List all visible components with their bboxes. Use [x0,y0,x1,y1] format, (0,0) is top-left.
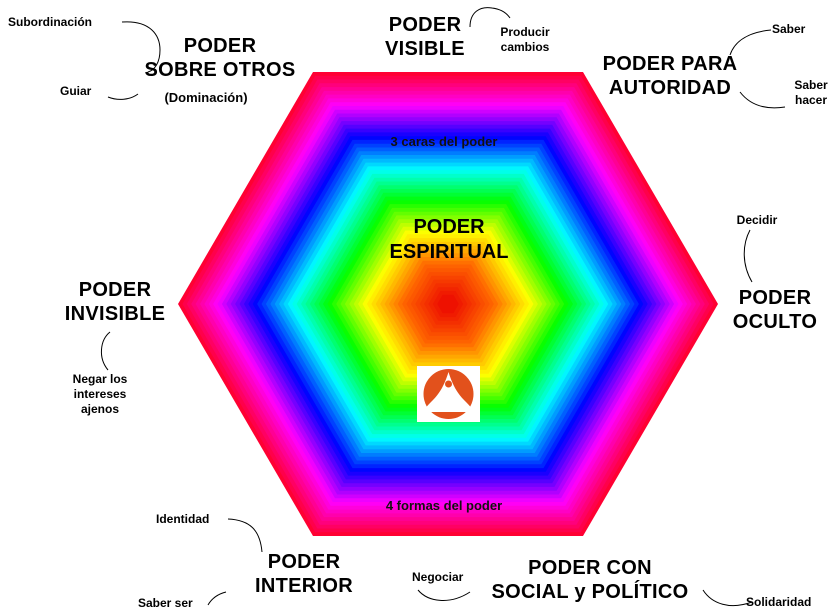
label-poder-interior: PODER INTERIOR [242,550,366,598]
curve-negar [101,331,111,371]
label-line: PODER CON [528,557,652,579]
label-line: SOCIAL y POLÍTICO [491,581,689,603]
curve-solidaridad [702,589,753,606]
note-producir-cambios: Producir cambios [490,25,560,55]
label-line: PODER [738,287,812,309]
note-subordinacion: Subordinación [8,15,92,29]
note-line: Producir [500,25,550,39]
note-line: hacer [794,93,828,107]
label-line: OCULTO [732,311,818,333]
curve-saber-ser [207,591,227,606]
note-line: intereses [73,387,127,401]
label-line: SOBRE OTROS [144,59,296,81]
label-poder-visible: PODER VISIBLE [380,13,470,61]
curve-subordinacion [121,21,161,73]
label-line: PODER [267,551,341,573]
curve-identidad [227,518,263,553]
note-line: ajenos [80,402,119,416]
connector-curves [101,7,786,606]
label-poder-oculto: PODER OCULTO [712,286,838,334]
curve-negociar [417,589,471,601]
curve-guiar [107,93,139,100]
hexagon-ring [437,294,459,314]
note-line: Saber [794,78,828,92]
label-line: INTERIOR [255,575,353,597]
label-line: VISIBLE [385,38,465,60]
note-saber-ser: Saber ser [138,596,193,610]
label-poder-para-autoridad: PODER PARA AUTORIDAD [590,52,750,100]
note-solidaridad: Solidaridad [746,595,812,609]
center-logo-icon [417,366,480,422]
curve-saber [729,29,772,56]
curve-saber-hacer [739,91,786,109]
label-line: AUTORIDAD [608,77,732,99]
label-line: PODER [413,216,485,238]
inner-label-3-caras: 3 caras del poder [390,134,498,149]
label-line: INVISIBLE [64,303,166,325]
label-poder-sobre-otros: PODER SOBRE OTROS [130,34,310,82]
note-line: cambios [500,40,550,54]
note-saber-hacer: Saber hacer [786,78,836,108]
label-poder-invisible: PODER INVISIBLE [48,278,182,326]
label-line: PODER [183,35,257,57]
note-identidad: Identidad [156,512,210,526]
curve-producir [469,7,511,28]
label-line: ESPIRITUAL [389,241,509,263]
inner-label-4-formas: 4 formas del poder [385,498,503,513]
label-dominacion: (Dominación) [164,90,248,105]
note-decidir: Decidir [736,213,778,227]
note-negar-intereses: Negar los intereses ajenos [52,372,148,417]
note-saber: Saber [772,22,806,36]
label-line: PODER [78,279,152,301]
note-negociar: Negociar [412,570,464,584]
note-guiar: Guiar [60,84,92,98]
label-poder-espiritual: PODER ESPIRITUAL [364,215,534,265]
label-line: PODER PARA [602,53,738,75]
label-line: PODER [388,14,462,36]
concentric-hexagons [178,72,718,536]
note-line: Negar los [72,372,128,386]
label-poder-con-social: PODER CON SOCIAL y POLÍTICO [470,556,710,604]
curve-decidir [743,229,753,283]
